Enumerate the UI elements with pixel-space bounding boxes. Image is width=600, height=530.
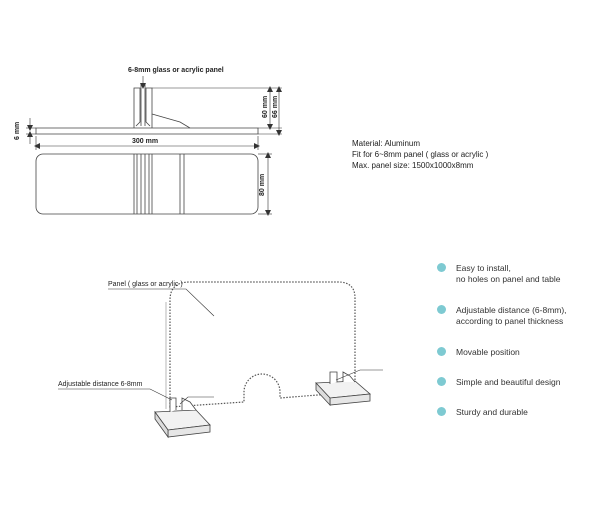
base-thickness-dimension xyxy=(26,118,36,144)
height-dimensions xyxy=(152,86,282,136)
feature-line: Adjustable distance (6-8mm), xyxy=(456,305,567,315)
plan-view-drawing xyxy=(35,153,259,215)
feature-line: according to panel thickness xyxy=(456,316,564,326)
panel-label: Panel ( glass or acrylic ) xyxy=(108,281,183,288)
bullet-dot-icon xyxy=(437,407,446,416)
width-label: 300 mm xyxy=(132,138,158,145)
feature-line: no holes on panel and table xyxy=(456,274,561,284)
base-thickness-label: 6 mm xyxy=(14,122,21,140)
panel-slot-label: 6-8mm glass or acrylic panel xyxy=(128,67,224,74)
panel-leader xyxy=(108,288,215,317)
feature-line: Movable position xyxy=(456,347,520,357)
bullet-dot-icon xyxy=(437,347,446,356)
spec-max-size: Max. panel size: 1500x1000x8mm xyxy=(352,161,474,170)
panel-illustration xyxy=(169,281,356,408)
feature-line: Easy to install, xyxy=(456,263,511,273)
bullet-dot-icon xyxy=(437,377,446,386)
distance-label: Adjustable distance 6-8mm xyxy=(58,381,143,388)
right-stand xyxy=(315,371,371,407)
side-view-drawing xyxy=(35,84,259,135)
spec-fit: Fit for 6~8mm panel ( glass or acrylic ) xyxy=(352,150,489,159)
height-60-label: 60 mm xyxy=(262,96,269,118)
left-stand xyxy=(154,397,211,439)
distance-leaders xyxy=(58,369,383,405)
feature-line: Simple and beautiful design xyxy=(456,377,561,387)
width-dimension xyxy=(34,136,260,150)
bullet-dot-icon xyxy=(437,263,446,272)
feature-line: Sturdy and durable xyxy=(456,407,528,417)
spec-material: Material: Aluminum xyxy=(352,139,421,148)
bullet-dot-icon xyxy=(437,305,446,314)
depth-dimension xyxy=(258,152,272,216)
height-66-label: 66 mm xyxy=(272,96,279,118)
depth-label: 80 mm xyxy=(259,174,266,196)
